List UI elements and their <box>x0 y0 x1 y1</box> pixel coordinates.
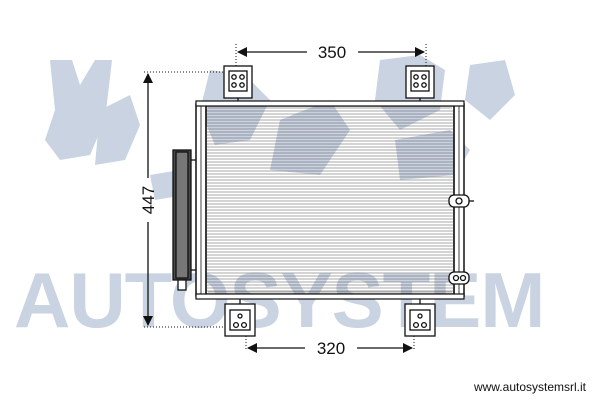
dimension-bottom-width: 320 <box>247 339 413 358</box>
dimension-bottom-label: 320 <box>317 339 345 358</box>
dimension-height: 447 <box>139 73 158 326</box>
core-fins <box>207 107 453 293</box>
dimension-top-label: 350 <box>318 43 346 62</box>
watermark-logo <box>45 55 515 200</box>
top-bracket-right <box>405 65 435 106</box>
top-bracket-left <box>223 65 253 106</box>
outlet-fitting <box>448 271 470 285</box>
extension-lines <box>144 44 427 350</box>
website-url[interactable]: www.autosystemsrl.it <box>471 380 588 394</box>
dimension-top-width: 350 <box>237 43 425 62</box>
bottom-bracket-left <box>224 296 256 337</box>
watermark-text: AUTOSYSTEM <box>14 256 544 344</box>
dimension-height-label: 447 <box>139 186 158 214</box>
inlet-fitting <box>448 194 474 208</box>
receiver-drier <box>172 149 199 291</box>
